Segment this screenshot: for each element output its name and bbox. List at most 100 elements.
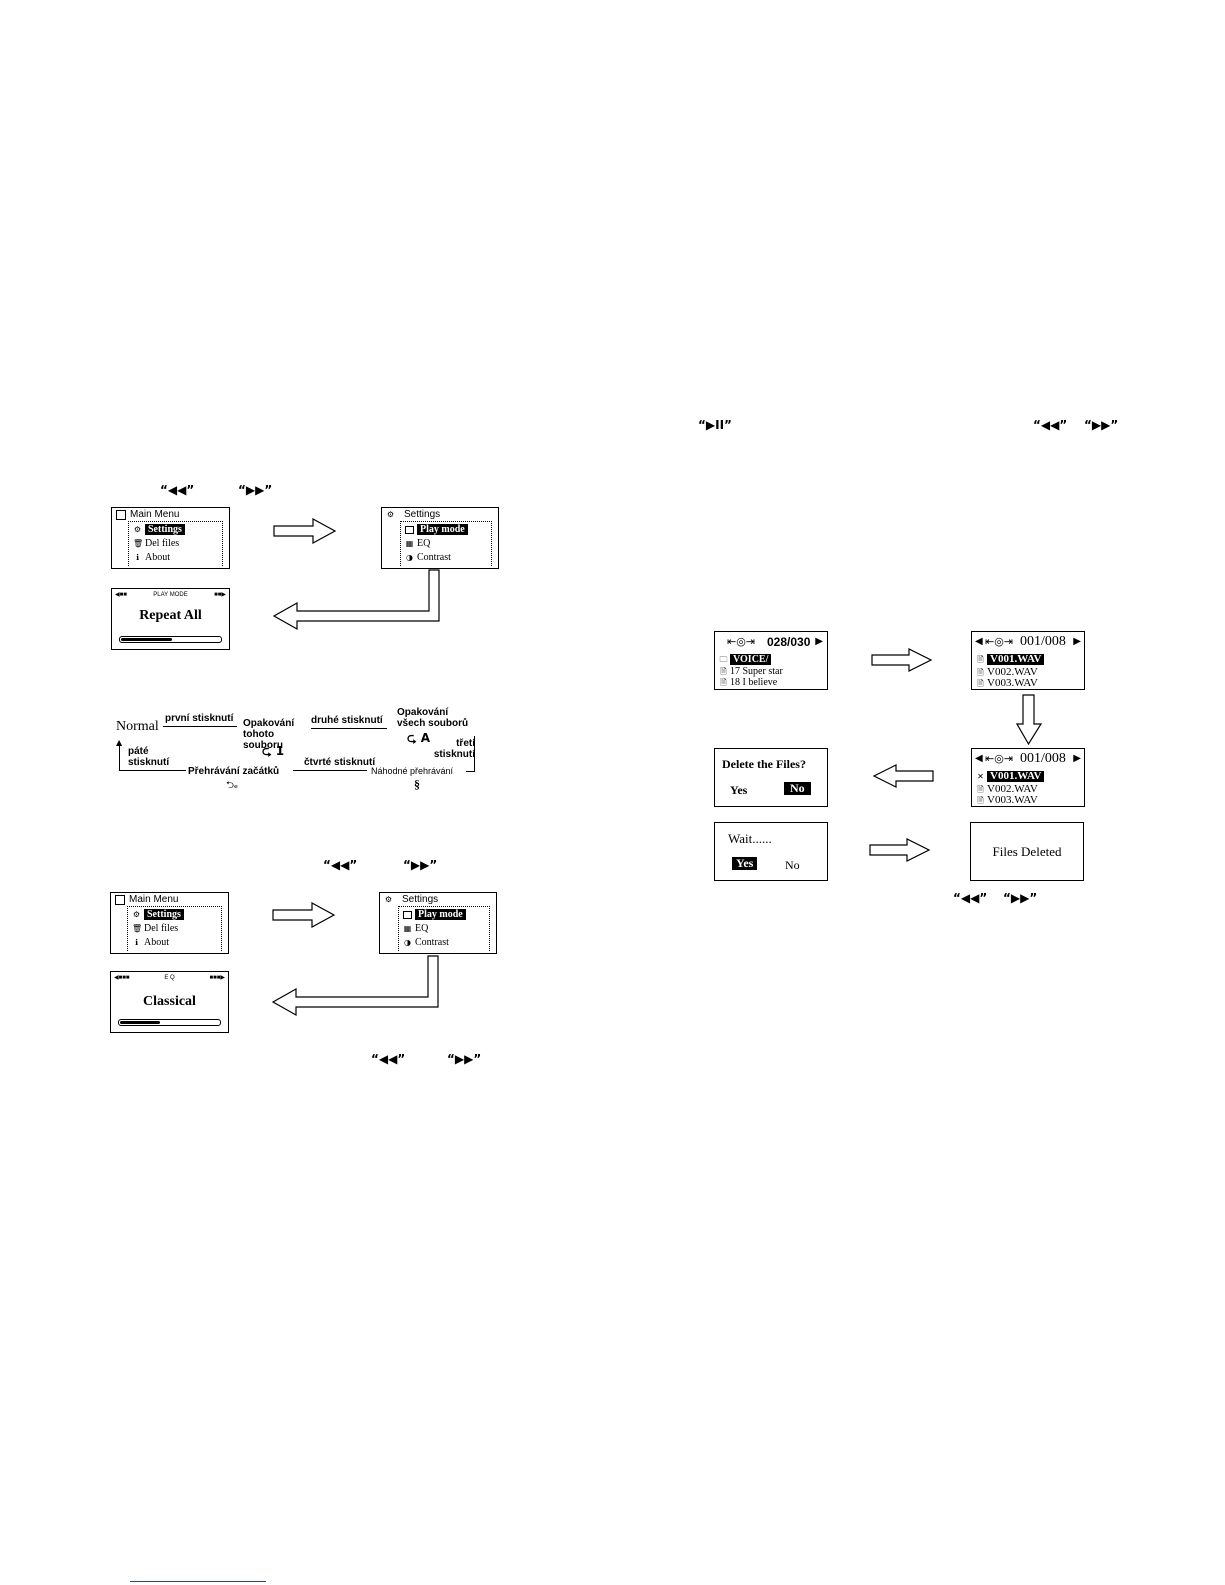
flow-normal: Normal (116, 719, 159, 734)
file-icon: 🗎 (977, 784, 984, 794)
playmode-progress (119, 636, 222, 643)
trash-icon: 🗑 (132, 924, 143, 933)
settings-screen: ⚙ Settings Play mode ▦EQ ◑Contrast (381, 507, 499, 569)
file-item: V001.WAV (987, 771, 1045, 782)
prev-button-label: “◀◀” (953, 891, 988, 905)
file-icon: 🗎 (977, 655, 984, 664)
settings-item-play-mode: Play mode (415, 909, 466, 920)
next-button-label: “▶▶” (403, 858, 438, 872)
files-counter: 001/008 (1020, 751, 1066, 766)
settings-title: Settings (402, 894, 439, 905)
browser-item: 18 I believe (730, 677, 778, 688)
delete-mark-icon: ✕ (977, 772, 984, 781)
settings-item-play-mode: Play mode (417, 524, 468, 535)
file-item: V002.WAV (987, 783, 1038, 795)
arrow-back (271, 955, 439, 1017)
file-item: V003.WAV (987, 677, 1038, 689)
right-arrow-icon: ■■■▶ (209, 975, 226, 981)
prev-button-label: “◀◀” (1033, 418, 1068, 432)
navigation-icon: ⇤◎⇥ (985, 752, 1014, 765)
yes-option: Yes (730, 783, 748, 797)
flow-third-press: třetí stisknutí (433, 738, 475, 760)
navigation-icon: ⇤◎⇥ (985, 635, 1014, 648)
eq-header: E Q (164, 974, 175, 981)
right-arrow-icon: ■■▶ (214, 592, 226, 598)
left-arrow-icon: ◀■■■ (114, 975, 130, 981)
next-button-label: “▶▶” (1003, 891, 1038, 905)
flow-random: Náhodné přehrávání (371, 766, 454, 776)
flow-arrow (293, 770, 367, 771)
settings-item-eq: EQ (417, 538, 431, 549)
right-arrow-icon: ▶ (815, 636, 823, 647)
files-counter: 001/008 (1020, 634, 1066, 649)
file-item: V001.WAV (987, 654, 1045, 665)
file-item: V003.WAV (987, 794, 1038, 806)
file-icon: 🗎 (977, 795, 984, 805)
menu-item-del-files: Del files (145, 538, 180, 549)
main-menu-title: Main Menu (130, 509, 180, 520)
file-icon: 🗎 (720, 667, 727, 676)
settings-icon: ⚙ (386, 510, 395, 519)
wrench-icon: ⚙ (133, 525, 142, 534)
menu-item-settings: Settings (144, 909, 184, 920)
files-screen: ◀ ⇤◎⇥ 001/008 ▶ 🗎V001.WAV 🗎V002.WAV 🗎V00… (971, 631, 1085, 690)
up-arrow-icon: ▲ (116, 738, 123, 747)
flow-arrow (119, 742, 120, 771)
eq-progress (118, 1019, 221, 1026)
no-option: No (785, 858, 800, 872)
info-icon: ℹ (135, 553, 140, 562)
flow-fourth-press: čtvrté stisknutí (304, 757, 376, 768)
navigation-icon: ⇤◎⇥ (727, 635, 756, 648)
flow-second-press: druhé stisknutí (311, 715, 383, 726)
yes-option-selected: Yes (732, 857, 758, 870)
eq-icon: ▦ (403, 924, 412, 933)
wait-screen: Wait...... Yes No (714, 822, 828, 881)
arrow-back (272, 569, 440, 631)
random-icon: § (414, 777, 420, 791)
flow-arrow (474, 736, 475, 772)
browser-counter: 028/030 (767, 635, 811, 649)
settings-screen: ⚙ Settings Play mode ▦EQ ◑Contrast (379, 892, 497, 954)
browser-item-folder: VOICE/ (730, 654, 772, 665)
link-underline (130, 1581, 266, 1582)
prev-button-label: “◀◀” (371, 1052, 406, 1066)
playmode-screen: ◀■■ PLAY MODE ■■▶ Repeat All (111, 588, 230, 650)
left-arrow-icon: ◀ (975, 636, 983, 647)
playmode-value: Repeat All (139, 608, 202, 623)
delete-question: Delete the Files? (722, 757, 806, 771)
next-button-label: “▶▶” (447, 1052, 482, 1066)
file-icon: 🗎 (720, 678, 727, 687)
settings-item-contrast: Contrast (415, 937, 449, 948)
flow-arrow (466, 771, 475, 772)
no-option-selected: No (784, 782, 811, 795)
repeat-all-icon: ⮎ A (407, 731, 431, 745)
wait-text: Wait...... (728, 831, 772, 846)
flow-arrow (120, 770, 186, 771)
arrow-right (871, 648, 933, 672)
files-screen-delete: ◀ ⇤◎⇥ 001/008 ▶ ✕V001.WAV 🗎V002.WAV 🗎V00… (971, 748, 1085, 807)
arrow-right (869, 838, 931, 862)
flow-arrow (311, 728, 387, 729)
delete-confirm-screen: Delete the Files? Yes No (714, 748, 828, 807)
flow-intro: Přehrávání začátků (188, 766, 280, 777)
settings-item-contrast: Contrast (417, 552, 451, 563)
flow-repeat-all: Opakování všech souborů (397, 707, 469, 729)
next-button-label: “▶▶” (1084, 418, 1119, 432)
left-arrow-icon: ◀■■ (115, 592, 127, 598)
folder-icon: 🗀 (719, 655, 728, 664)
contrast-icon: ◑ (406, 553, 413, 562)
menu-item-about: About (144, 937, 169, 948)
menu-item-del-files: Del files (144, 923, 179, 934)
menu-item-about: About (145, 552, 170, 563)
prev-button-label: “◀◀” (323, 858, 358, 872)
next-button-label: “▶▶” (238, 483, 273, 497)
playmode-header: PLAY MODE (153, 591, 188, 598)
main-menu-title: Main Menu (129, 894, 179, 905)
repeat-one-icon: ⮎ 1 (262, 744, 285, 758)
flow-arrow (163, 726, 237, 727)
files-deleted-text: Files Deleted (992, 844, 1062, 859)
contrast-icon: ◑ (404, 938, 411, 947)
settings-item-eq: EQ (415, 923, 429, 934)
